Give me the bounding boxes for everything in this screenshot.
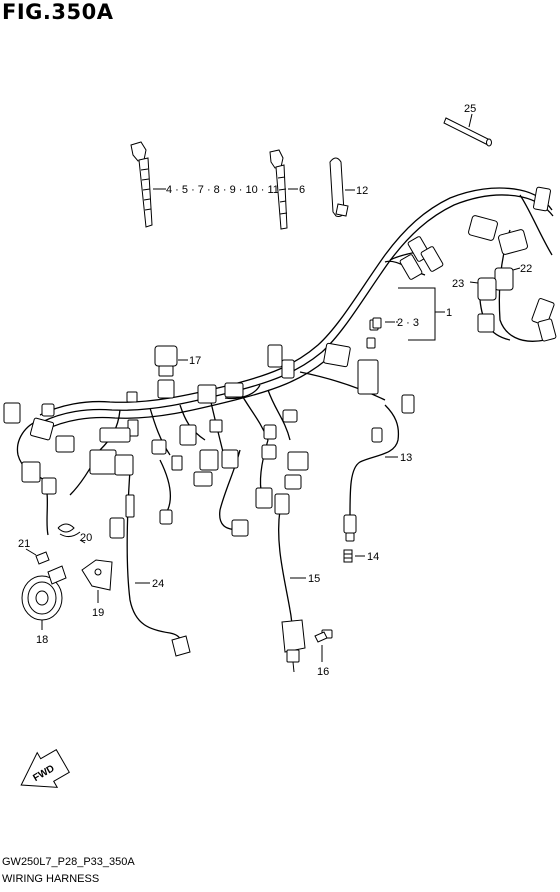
- callout-20: 20: [80, 532, 92, 544]
- callout-18: 18: [36, 634, 48, 646]
- callout-21: 21: [18, 538, 30, 550]
- part-12-clamp: [329, 157, 355, 217]
- callout-6: 6: [299, 184, 305, 196]
- part-25-rod: [443, 113, 492, 147]
- part-1-bracket: [372, 287, 445, 341]
- callout-24: 24: [152, 578, 164, 590]
- part-19-bracket: [81, 559, 113, 603]
- callout-4-11: 4 · 5 · 7 · 8 · 9 · 10 · 11: [166, 184, 279, 196]
- callout-1: 1: [446, 307, 452, 319]
- part-17-relay: [154, 345, 188, 377]
- fwd-direction-arrow: FWD: [20, 749, 70, 788]
- part-6-cable-tie: [269, 149, 298, 230]
- callout-23: 23: [452, 278, 464, 290]
- part-22-23-connectors: [469, 267, 521, 284]
- figure-name: WIRING HARNESS: [2, 873, 100, 885]
- callout-14: 14: [367, 551, 379, 563]
- callout-2-3: 2 · 3: [397, 317, 419, 329]
- part-18-horn: [21, 565, 67, 630]
- callout-19: 19: [92, 607, 104, 619]
- callout-12: 12: [356, 185, 368, 197]
- figure-code: GW250L7_P28_P33_350A: [2, 856, 135, 868]
- callout-25: 25: [464, 103, 476, 115]
- callout-22: 22: [520, 263, 532, 275]
- callout-16: 16: [317, 666, 329, 678]
- part-13-sensor: [343, 456, 398, 542]
- callout-15: 15: [308, 573, 320, 585]
- part-15-switch: [281, 577, 306, 673]
- part-4-11-cable-tie: [130, 141, 166, 228]
- part-20-clip: [57, 523, 86, 544]
- part-14-bolt: [343, 549, 365, 563]
- callout-17: 17: [189, 355, 201, 367]
- part-16-bolt: [314, 629, 333, 662]
- callout-13: 13: [400, 452, 412, 464]
- figure-title: FIG.350A: [2, 0, 114, 24]
- connectors: [3, 186, 557, 539]
- part-24-sensor: [135, 582, 191, 657]
- part-21-screw: [25, 548, 50, 565]
